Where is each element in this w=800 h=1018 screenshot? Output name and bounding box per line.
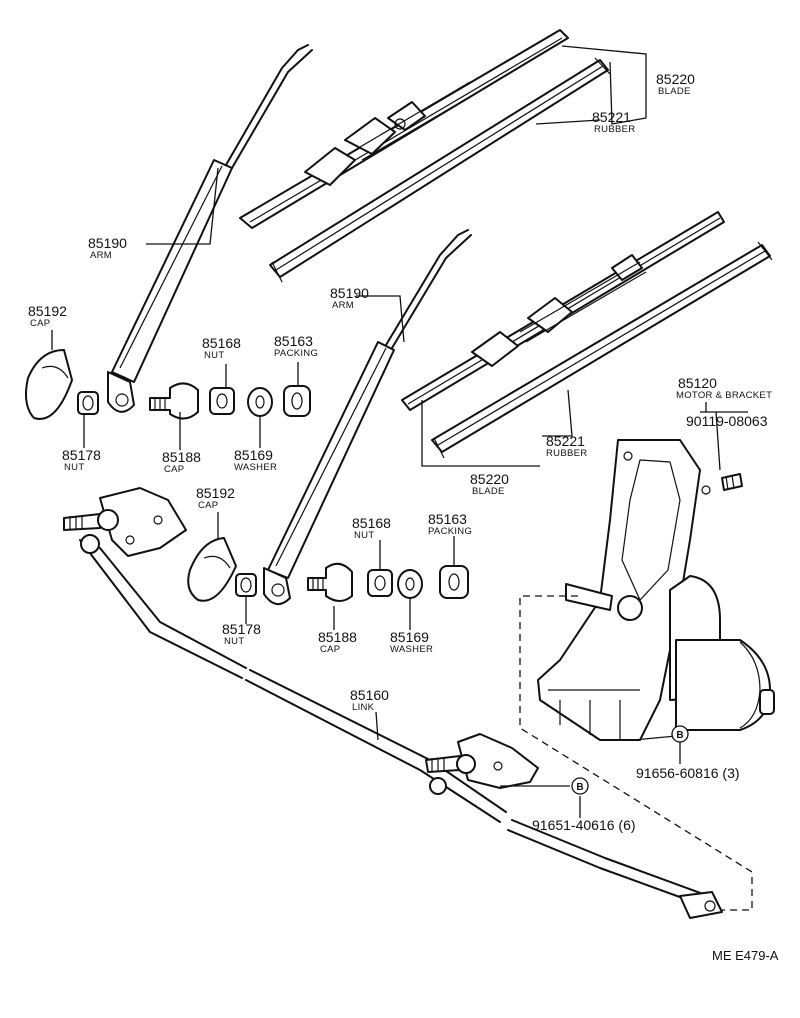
label-85163-top: 85163 PACKING — [274, 333, 318, 359]
cap-top — [25, 349, 73, 420]
motor-bracket — [537, 439, 711, 741]
part-number: 85178 — [62, 447, 101, 463]
part-number: 85190 — [330, 285, 369, 301]
part-name: CAP — [164, 464, 184, 475]
part-name: CAP — [320, 644, 340, 655]
label-85221-mid: 85221 RUBBER — [546, 433, 587, 459]
part-name: WASHER — [234, 462, 277, 473]
part-name: NUT — [224, 636, 244, 647]
part-number: 85220 — [470, 471, 509, 487]
part-number: 85160 — [350, 687, 389, 703]
wiper-arm-top — [107, 44, 313, 413]
part-number: 85168 — [202, 335, 241, 351]
wiper-blade-mid — [401, 211, 725, 411]
part-name: ARM — [90, 250, 112, 261]
label-85220-top: 85220 BLADE — [656, 71, 695, 97]
part-number: 85168 — [352, 515, 391, 531]
part-number: 85221 — [592, 109, 631, 125]
part-name: PACKING — [428, 526, 472, 537]
part-number: 91651-40616 (6) — [532, 817, 636, 833]
part-number: 85188 — [318, 629, 357, 645]
nut-85168-top — [209, 387, 235, 415]
pivot-cap-mid — [307, 562, 353, 602]
label-91656: 91656-60816 (3) — [636, 765, 740, 781]
nut-top — [77, 391, 99, 415]
label-85120: 85120 MOTOR & BRACKET — [676, 375, 772, 401]
wiper-blade-top — [239, 29, 569, 229]
diagram-reference-code: ME E479-A — [712, 948, 779, 963]
wiper-rubber-top — [269, 57, 611, 283]
link-rod — [79, 534, 723, 919]
part-number: 90119-08063 — [686, 413, 768, 429]
part-number: 85120 — [678, 375, 717, 391]
packing-mid — [439, 565, 469, 599]
part-number: 85190 — [88, 235, 127, 251]
part-name: NUT — [204, 350, 224, 361]
part-name: ARM — [332, 300, 354, 311]
label-85169-top: 85169 WASHER — [234, 447, 277, 473]
pivot-cap-top — [149, 382, 199, 420]
label-85192-top: 85192 CAP — [28, 303, 67, 329]
part-number: 85169 — [234, 447, 273, 463]
label-85190-top: 85190 ARM — [88, 235, 127, 261]
part-number: 85188 — [162, 449, 201, 465]
part-name: BLADE — [472, 486, 505, 497]
label-90119: 90119-08063 — [686, 413, 768, 429]
part-name: NUT — [64, 462, 84, 473]
marker-b-1: B — [671, 725, 689, 743]
part-number: 85163 — [428, 511, 467, 527]
cap-mid — [187, 537, 237, 602]
packing-top — [283, 385, 311, 417]
label-85220-mid: 85220 BLADE — [470, 471, 509, 497]
label-85168-mid: 85168 NUT — [352, 515, 391, 541]
washer-mid — [397, 569, 423, 599]
part-name: RUBBER — [546, 448, 587, 459]
label-85160: 85160 LINK — [350, 687, 389, 713]
part-number: 85192 — [28, 303, 67, 319]
part-name: CAP — [198, 500, 218, 511]
label-85192-mid: 85192 CAP — [196, 485, 235, 511]
label-85169-mid: 85169 WASHER — [390, 629, 433, 655]
label-91651: 91651-40616 (6) — [532, 817, 636, 833]
pivot-top-left — [63, 487, 187, 557]
label-85168-top: 85168 NUT — [202, 335, 241, 361]
label-85221-top: 85221 RUBBER — [592, 109, 635, 135]
part-name: PACKING — [274, 348, 318, 359]
label-85178-mid: 85178 NUT — [222, 621, 261, 647]
label-85190-mid: 85190 ARM — [330, 285, 369, 311]
label-85163-mid: 85163 PACKING — [428, 511, 472, 537]
label-85188-top: 85188 CAP — [162, 449, 201, 475]
part-name: CAP — [30, 318, 50, 329]
label-85178-top: 85178 NUT — [62, 447, 101, 473]
part-number: 85221 — [546, 433, 585, 449]
dashed-connector — [519, 595, 753, 911]
marker-b-2-text: B — [576, 782, 583, 793]
part-name: NUT — [354, 530, 374, 541]
part-name: BLADE — [658, 86, 691, 97]
part-name: MOTOR & BRACKET — [676, 390, 772, 401]
part-number: 85169 — [390, 629, 429, 645]
wiper-motor — [669, 575, 775, 731]
marker-b-1-text: B — [676, 730, 683, 741]
part-number: 85192 — [196, 485, 235, 501]
marker-b-2: B — [571, 777, 589, 795]
part-number: 91656-60816 (3) — [636, 765, 740, 781]
part-name: WASHER — [390, 644, 433, 655]
pivot-right — [425, 733, 539, 795]
washer-top — [247, 387, 273, 417]
part-number: 85178 — [222, 621, 261, 637]
leader-lines — [51, 45, 748, 818]
label-85188-mid: 85188 CAP — [318, 629, 357, 655]
bolt-90119 — [721, 473, 743, 491]
part-number: 85220 — [656, 71, 695, 87]
part-name: LINK — [352, 702, 375, 713]
nut-mid — [235, 573, 257, 597]
part-number: 85163 — [274, 333, 313, 349]
wiper-arm-mid — [263, 229, 472, 605]
part-name: RUBBER — [594, 124, 635, 135]
wiper-rubber-mid — [431, 241, 773, 459]
nut-85168-mid — [367, 569, 393, 597]
